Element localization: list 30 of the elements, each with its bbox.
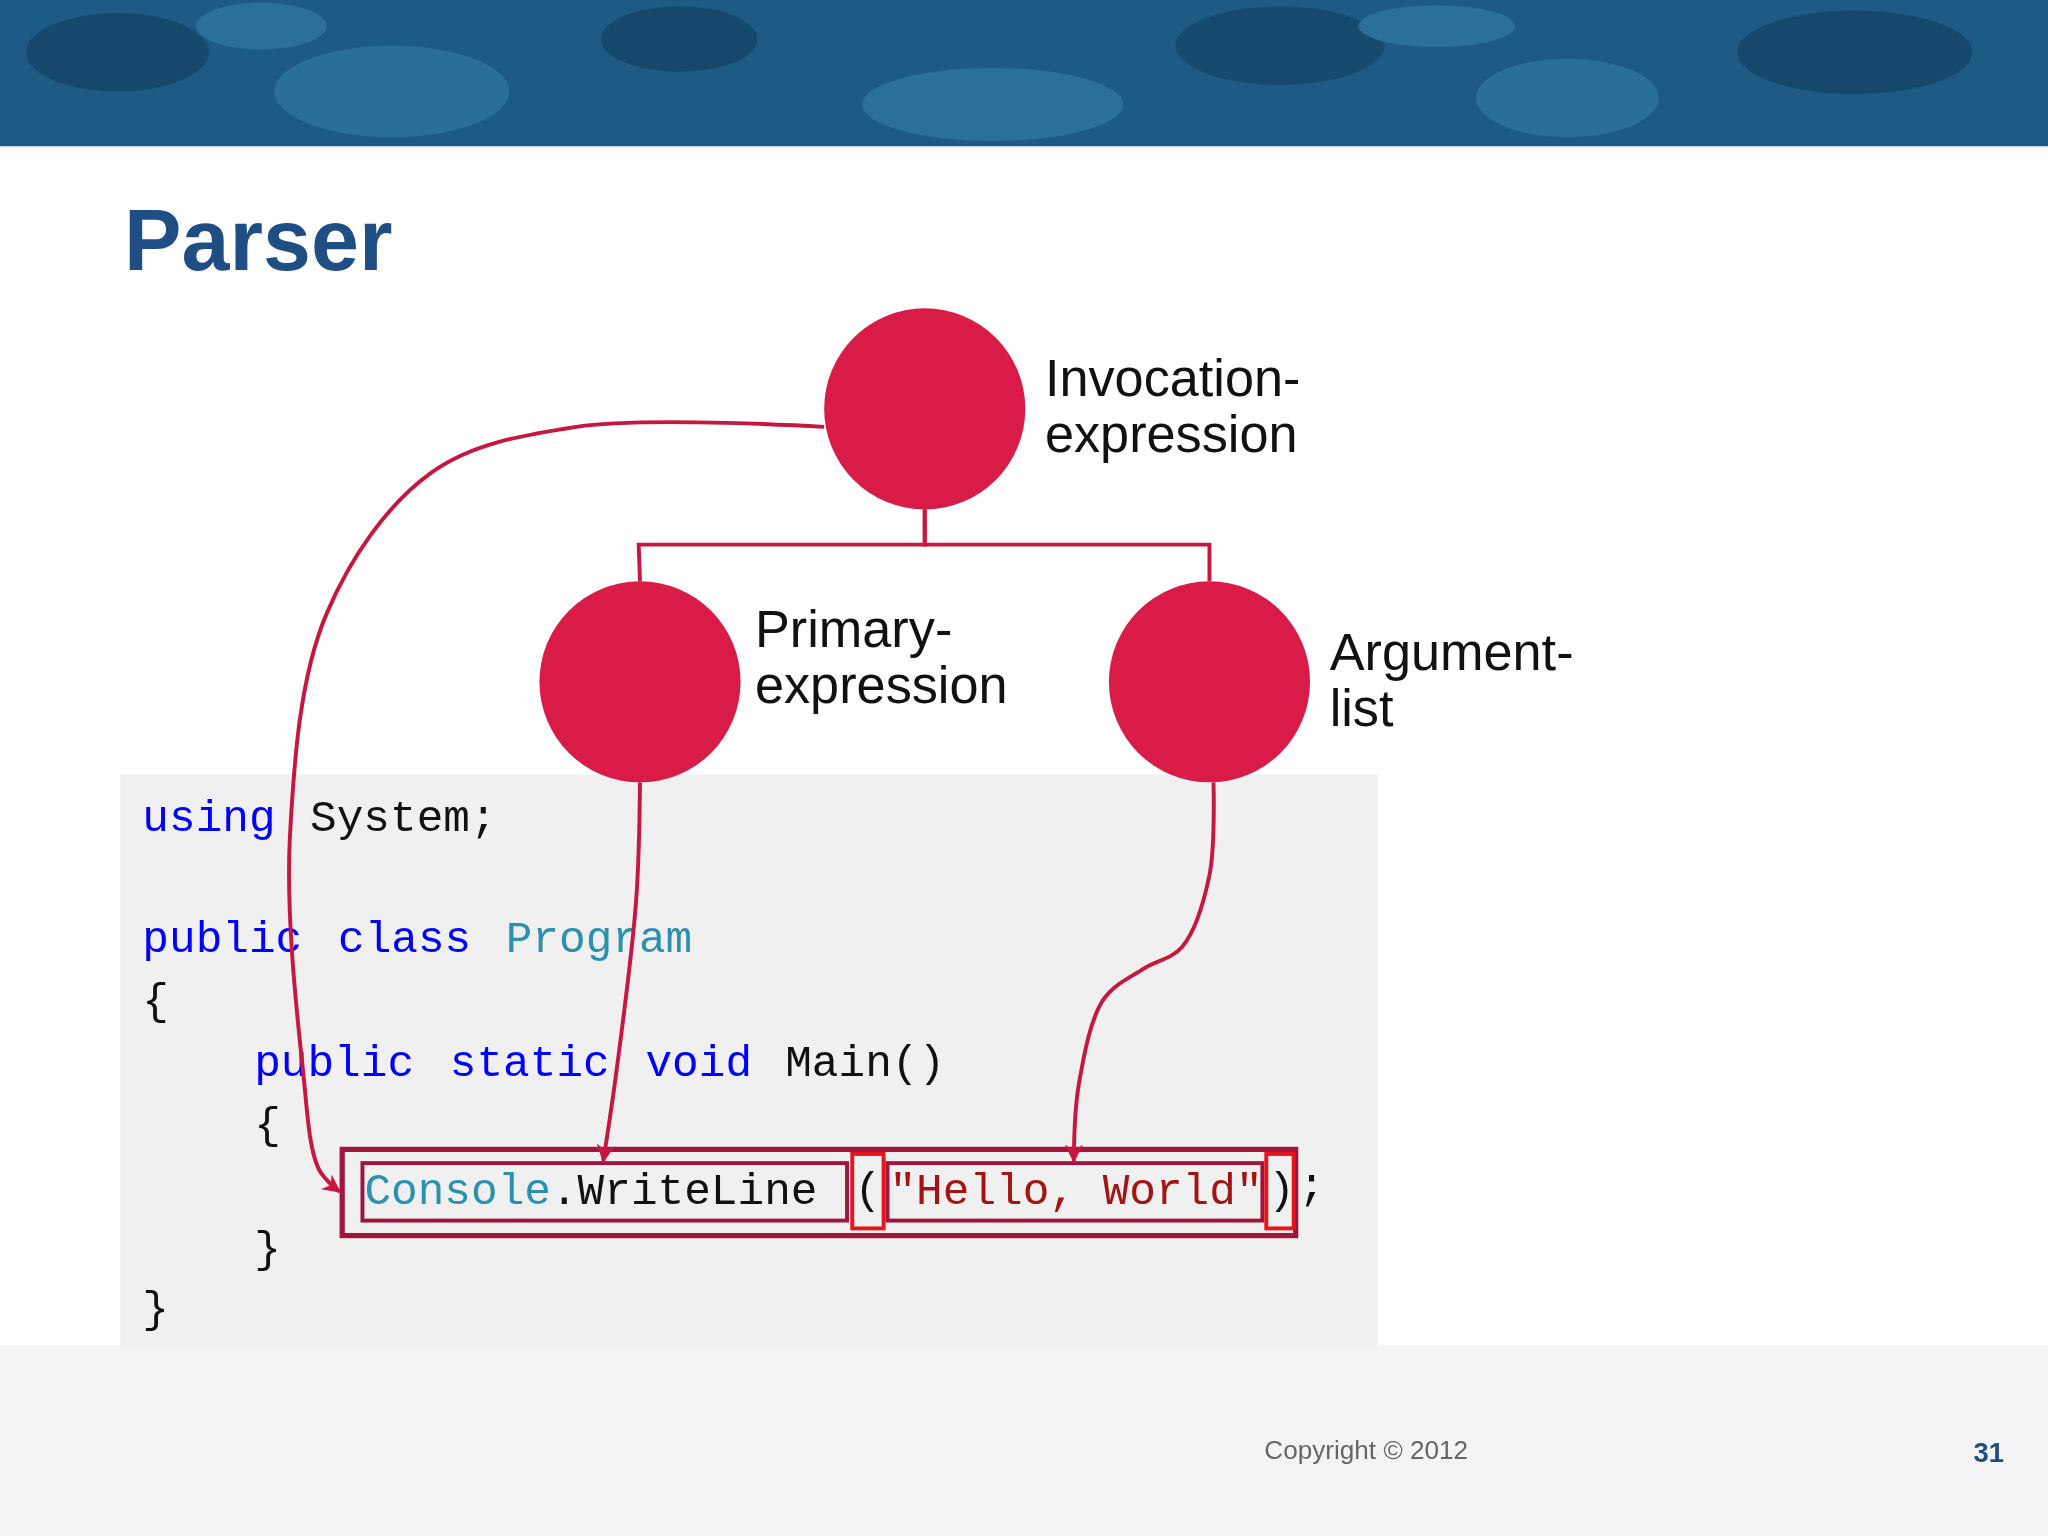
highlight-box: [339, 1146, 1299, 1239]
node-label: Primary- expression: [754, 600, 1009, 714]
code-text: (: [854, 1165, 882, 1218]
page-number: 31: [1973, 1436, 2005, 1469]
code-text: }: [142, 1284, 169, 1337]
code-text: Main(): [785, 1038, 946, 1091]
code-text: System;: [310, 793, 497, 846]
node-label: Argument- list: [1329, 624, 1575, 737]
code-text: Console: [364, 1166, 551, 1218]
highlight-box: [850, 1152, 886, 1231]
code-text: class: [338, 914, 472, 967]
code-text: static: [449, 1038, 610, 1091]
code-text: ;: [1298, 1161, 1325, 1214]
node-label: Invocation- expression: [1044, 350, 1302, 463]
slide-title: Parser: [124, 191, 393, 290]
copyright-text: Copyright © 2012: [1264, 1435, 1468, 1466]
code-text: using: [142, 793, 276, 846]
tree-line: [922, 509, 1212, 582]
code-text: {: [254, 1100, 281, 1152]
arrow: [1064, 782, 1216, 1163]
arrow: [596, 782, 642, 1163]
arrow: [287, 420, 825, 1194]
code-text: "Hello, World": [889, 1166, 1263, 1218]
code-text: }: [254, 1224, 281, 1277]
code-text: {: [142, 976, 169, 1028]
code-text: void: [645, 1038, 753, 1091]
code-text: .WriteLine: [550, 1166, 818, 1218]
highlight-box: [1264, 1152, 1296, 1231]
highlight-box: [360, 1161, 849, 1223]
code-text: ): [1268, 1165, 1295, 1218]
